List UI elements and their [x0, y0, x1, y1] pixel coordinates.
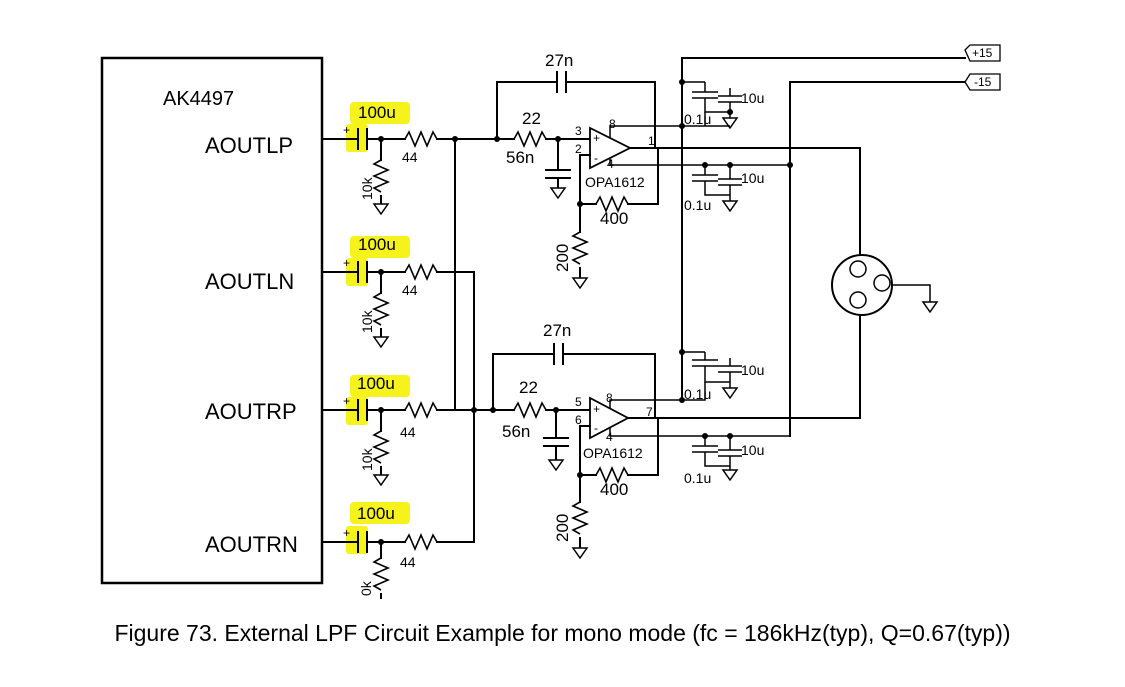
output-label-aoutrp: AOUTRP	[205, 399, 297, 424]
filter2-bypass-plus-10u: 10u	[741, 362, 764, 378]
supply-port-negative	[964, 73, 1001, 91]
filter2-bypass-minus-01u: 0.1u	[684, 470, 711, 486]
figure-caption: Figure 73. External LPF Circuit Example …	[114, 620, 1011, 646]
shunt-resistor-2: 10k	[359, 309, 375, 333]
summing-buses	[454, 138, 498, 543]
filter1-sign-minus: -	[594, 151, 598, 165]
shunt-resistor-1: 10k	[359, 176, 375, 200]
cap-polarity: +	[343, 526, 350, 540]
filter2-pin-in-plus: 5	[575, 395, 582, 409]
input-stage-row-2	[321, 261, 475, 348]
filter1-series-resistor: 22	[522, 109, 541, 128]
filter1-pin-out: 1	[648, 134, 655, 148]
input-cap-4: 100u	[357, 504, 395, 523]
filter1-bypass-minus-01u: 0.1u	[684, 197, 711, 213]
filter1-pin-vplus: 8	[609, 117, 616, 131]
filter1-pin-in-plus: 3	[575, 124, 582, 138]
filter2-pin-in-minus: 6	[575, 413, 582, 427]
filter-2	[492, 316, 861, 559]
filter1-bypass-minus-10u: 10u	[741, 170, 764, 186]
shunt-resistor-3: 10k	[359, 447, 375, 471]
input-cap-2: 100u	[358, 235, 396, 254]
filter1-pin-in-minus: 2	[575, 142, 582, 156]
input-stage-row-1	[321, 128, 456, 215]
filter1-feedback-resistor: 400	[600, 209, 628, 228]
filter1-shunt-cap: 56n	[506, 148, 534, 167]
filter2-bypass-minus-10u: 10u	[741, 442, 764, 458]
input-resistor-4: 44	[400, 554, 416, 570]
filter1-bypass-plus-01u: 0.1u	[684, 111, 711, 127]
filter2-opamp-label: OPA1612	[583, 445, 643, 461]
filter2-pin-out: 7	[646, 405, 653, 419]
filter2-shunt-cap: 56n	[502, 422, 530, 441]
filter1-opamp-label: OPA1612	[585, 174, 645, 190]
input-cap-1: 100u	[358, 103, 396, 122]
filter2-sign-plus: +	[593, 402, 600, 416]
filter1-bypass-plus-10u: 10u	[741, 90, 764, 106]
shunt-resistor-4: 0k	[358, 580, 374, 596]
chip-name: AK4497	[163, 88, 234, 110]
input-resistor-2: 44	[402, 282, 418, 298]
filter2-pin-vminus: 4	[606, 430, 613, 444]
filter2-ground-resistor: 200	[553, 514, 572, 542]
highlight-marks	[346, 102, 410, 554]
filter2-sign-minus: -	[594, 421, 598, 435]
ak4497-chip-body	[100, 56, 324, 585]
supply-port-positive	[964, 44, 1001, 62]
input-resistor-1: 44	[402, 149, 418, 165]
filter2-feedback-cap: 27n	[543, 321, 571, 340]
output-label-aoutrn: AOUTRN	[205, 532, 298, 557]
filter-1	[496, 71, 861, 289]
filter1-ground-resistor: 200	[553, 244, 572, 272]
supply-positive-label: +15	[972, 46, 993, 60]
input-resistor-3: 44	[400, 424, 416, 440]
filter2-series-resistor: 22	[519, 378, 538, 397]
cap-polarity: +	[343, 394, 350, 408]
filter1-pin-vminus: 4	[607, 157, 614, 171]
filter2-bypass-plus-01u: 0.1u	[684, 386, 711, 402]
filter2-pin-vplus: 8	[606, 391, 613, 405]
output-label-aoutln: AOUTLN	[205, 269, 294, 294]
input-stage-row-4	[321, 531, 475, 599]
filter1-bypass	[681, 57, 966, 212]
output-label-aoutlp: AOUTLP	[205, 133, 293, 158]
cap-polarity: +	[343, 256, 350, 270]
filter1-sign-plus: +	[593, 131, 600, 145]
cap-polarity: +	[343, 123, 350, 137]
filter2-feedback-resistor: 400	[600, 480, 628, 499]
xlr-connector-icon	[831, 254, 938, 316]
supply-negative-label: -15	[974, 75, 992, 89]
input-cap-3: 100u	[357, 374, 395, 393]
filter1-feedback-cap: 27n	[545, 51, 573, 70]
input-stage-row-3	[321, 399, 456, 486]
